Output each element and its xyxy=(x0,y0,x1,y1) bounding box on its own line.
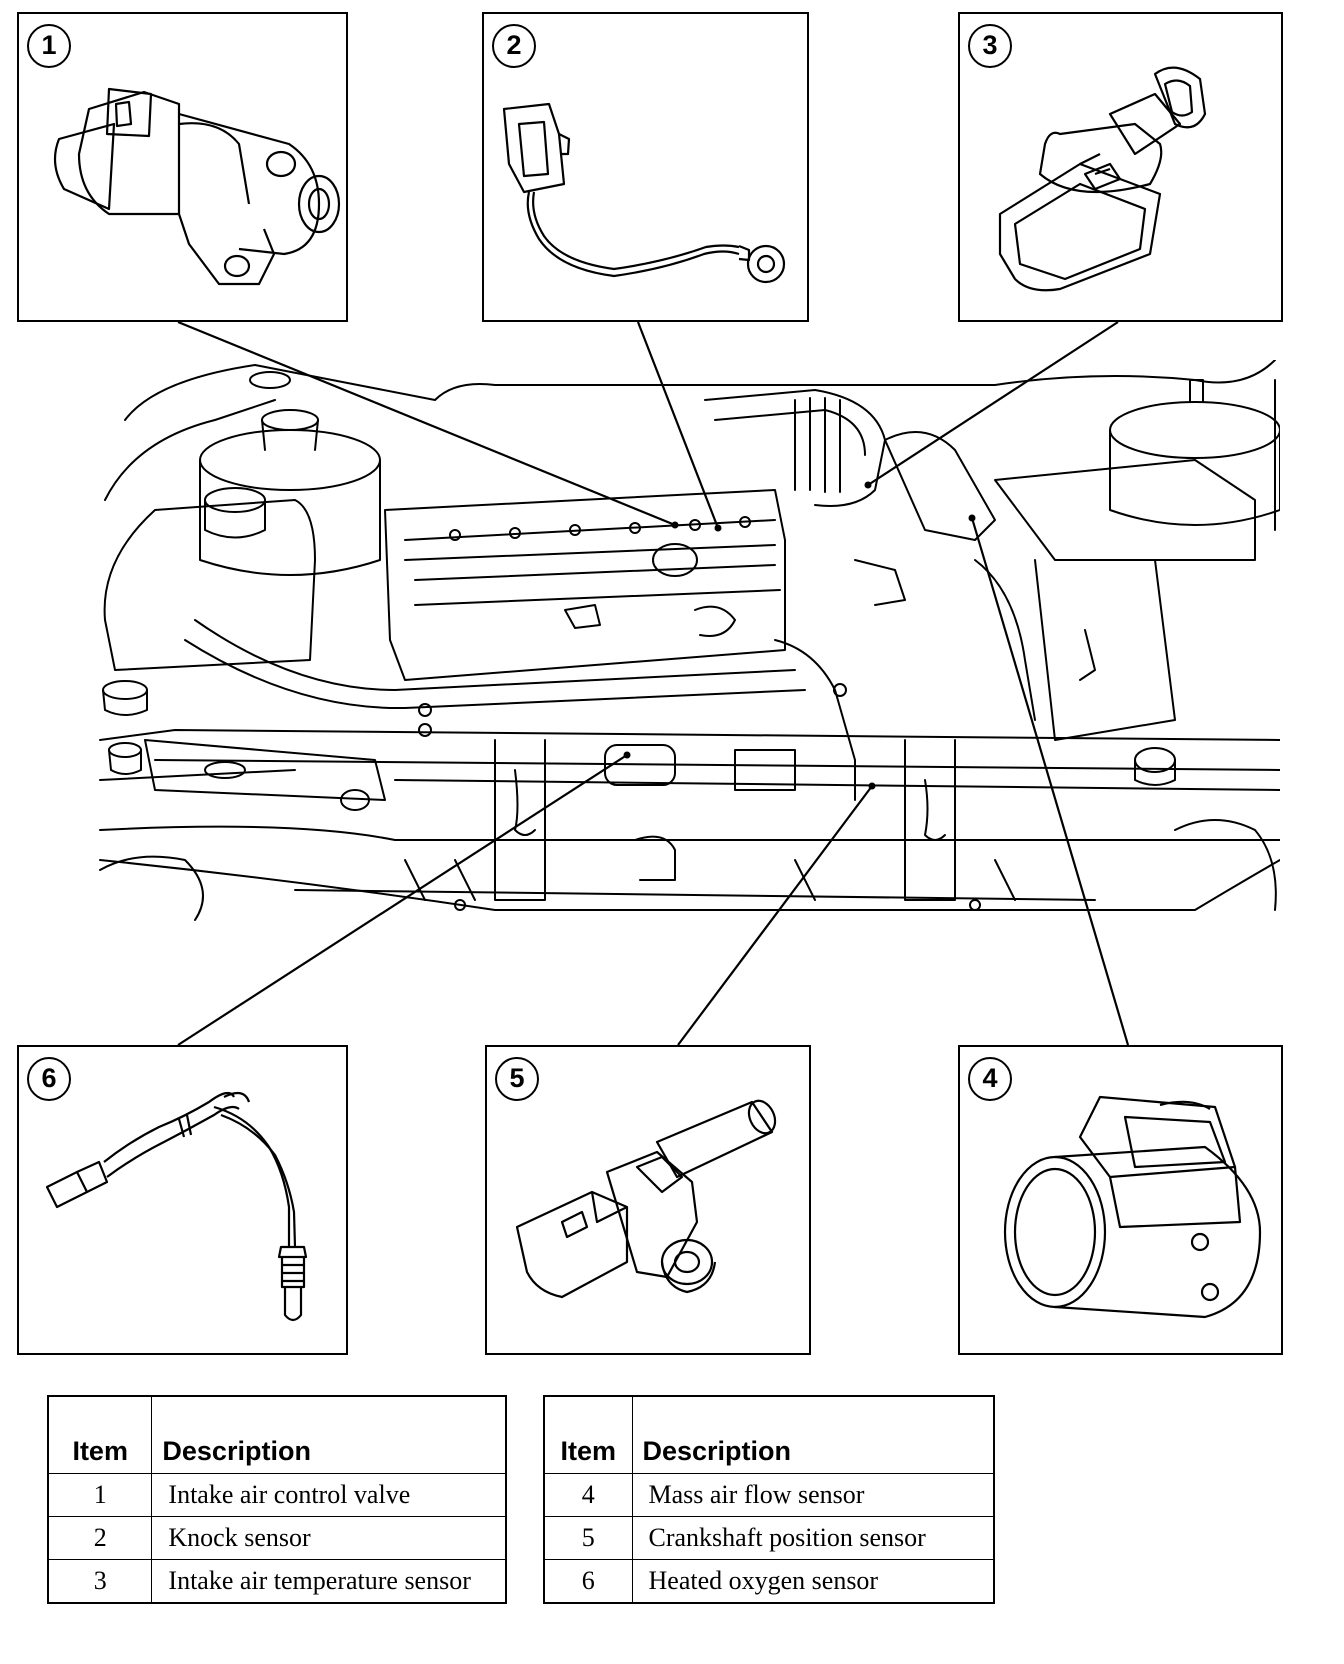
legend-item-description: Knock sensor xyxy=(151,1516,507,1560)
legend-item-number: 1 xyxy=(47,1473,153,1517)
legend-row: 1 Intake air control valve xyxy=(47,1473,507,1517)
heated-oxygen-sensor-illustration xyxy=(45,1091,308,1322)
legend-item-number: 5 xyxy=(543,1516,633,1560)
legend-item-number: 4 xyxy=(543,1473,633,1517)
legend-table-left: Item Description 1 Intake air control va… xyxy=(47,1395,507,1604)
engine-bay-illustration xyxy=(99,360,1280,921)
legend-row: 2 Knock sensor xyxy=(47,1516,507,1560)
panel-knock-sensor: 2 xyxy=(482,12,809,322)
legend-row: 4 Mass air flow sensor xyxy=(543,1473,995,1517)
legend-item-description: Intake air temperature sensor xyxy=(151,1559,507,1604)
legend-item-number: 6 xyxy=(543,1559,633,1604)
callout-3: 3 xyxy=(968,24,1012,68)
legend-row: 5 Crankshaft position sensor xyxy=(543,1516,995,1560)
crankshaft-position-sensor-illustration xyxy=(515,1099,777,1299)
callout-2: 2 xyxy=(492,24,536,68)
callout-6: 6 xyxy=(27,1057,71,1101)
legend-row: 3 Intake air temperature sensor xyxy=(47,1559,507,1604)
callout-1: 1 xyxy=(27,24,71,68)
panel-heated-oxygen-sensor: 6 xyxy=(17,1045,348,1355)
legend-header-description: Description xyxy=(151,1395,507,1474)
callout-5: 5 xyxy=(495,1057,539,1101)
callout-4: 4 xyxy=(968,1057,1012,1101)
legend-item-description: Heated oxygen sensor xyxy=(631,1559,995,1604)
legend-item-description: Intake air control valve xyxy=(151,1473,507,1517)
panel-mass-air-flow-sensor: 4 xyxy=(958,1045,1283,1355)
legend-header-description: Description xyxy=(631,1395,995,1474)
intake-air-temperature-sensor-illustration xyxy=(998,66,1207,292)
legend-item-description: Crankshaft position sensor xyxy=(631,1516,995,1560)
panel-intake-air-temperature-sensor: 3 xyxy=(958,12,1283,322)
intake-air-control-valve-illustration xyxy=(53,87,341,286)
legend-item-number: 3 xyxy=(47,1559,153,1604)
knock-sensor-illustration xyxy=(502,102,786,284)
legend-header-item: Item xyxy=(543,1395,633,1474)
panel-crankshaft-position-sensor: 5 xyxy=(485,1045,811,1355)
legend-header-row: Item Description xyxy=(47,1395,507,1474)
legend-header-row: Item Description xyxy=(543,1395,995,1474)
legend-table-right: Item Description 4 Mass air flow sensor … xyxy=(543,1395,995,1604)
legend-row: 6 Heated oxygen sensor xyxy=(543,1559,995,1604)
legend-item-number: 2 xyxy=(47,1516,153,1560)
panel-intake-air-control-valve: 1 xyxy=(17,12,348,322)
legend-item-description: Mass air flow sensor xyxy=(631,1473,995,1517)
mass-air-flow-sensor-illustration xyxy=(1003,1095,1262,1319)
legend-header-item: Item xyxy=(47,1395,153,1474)
